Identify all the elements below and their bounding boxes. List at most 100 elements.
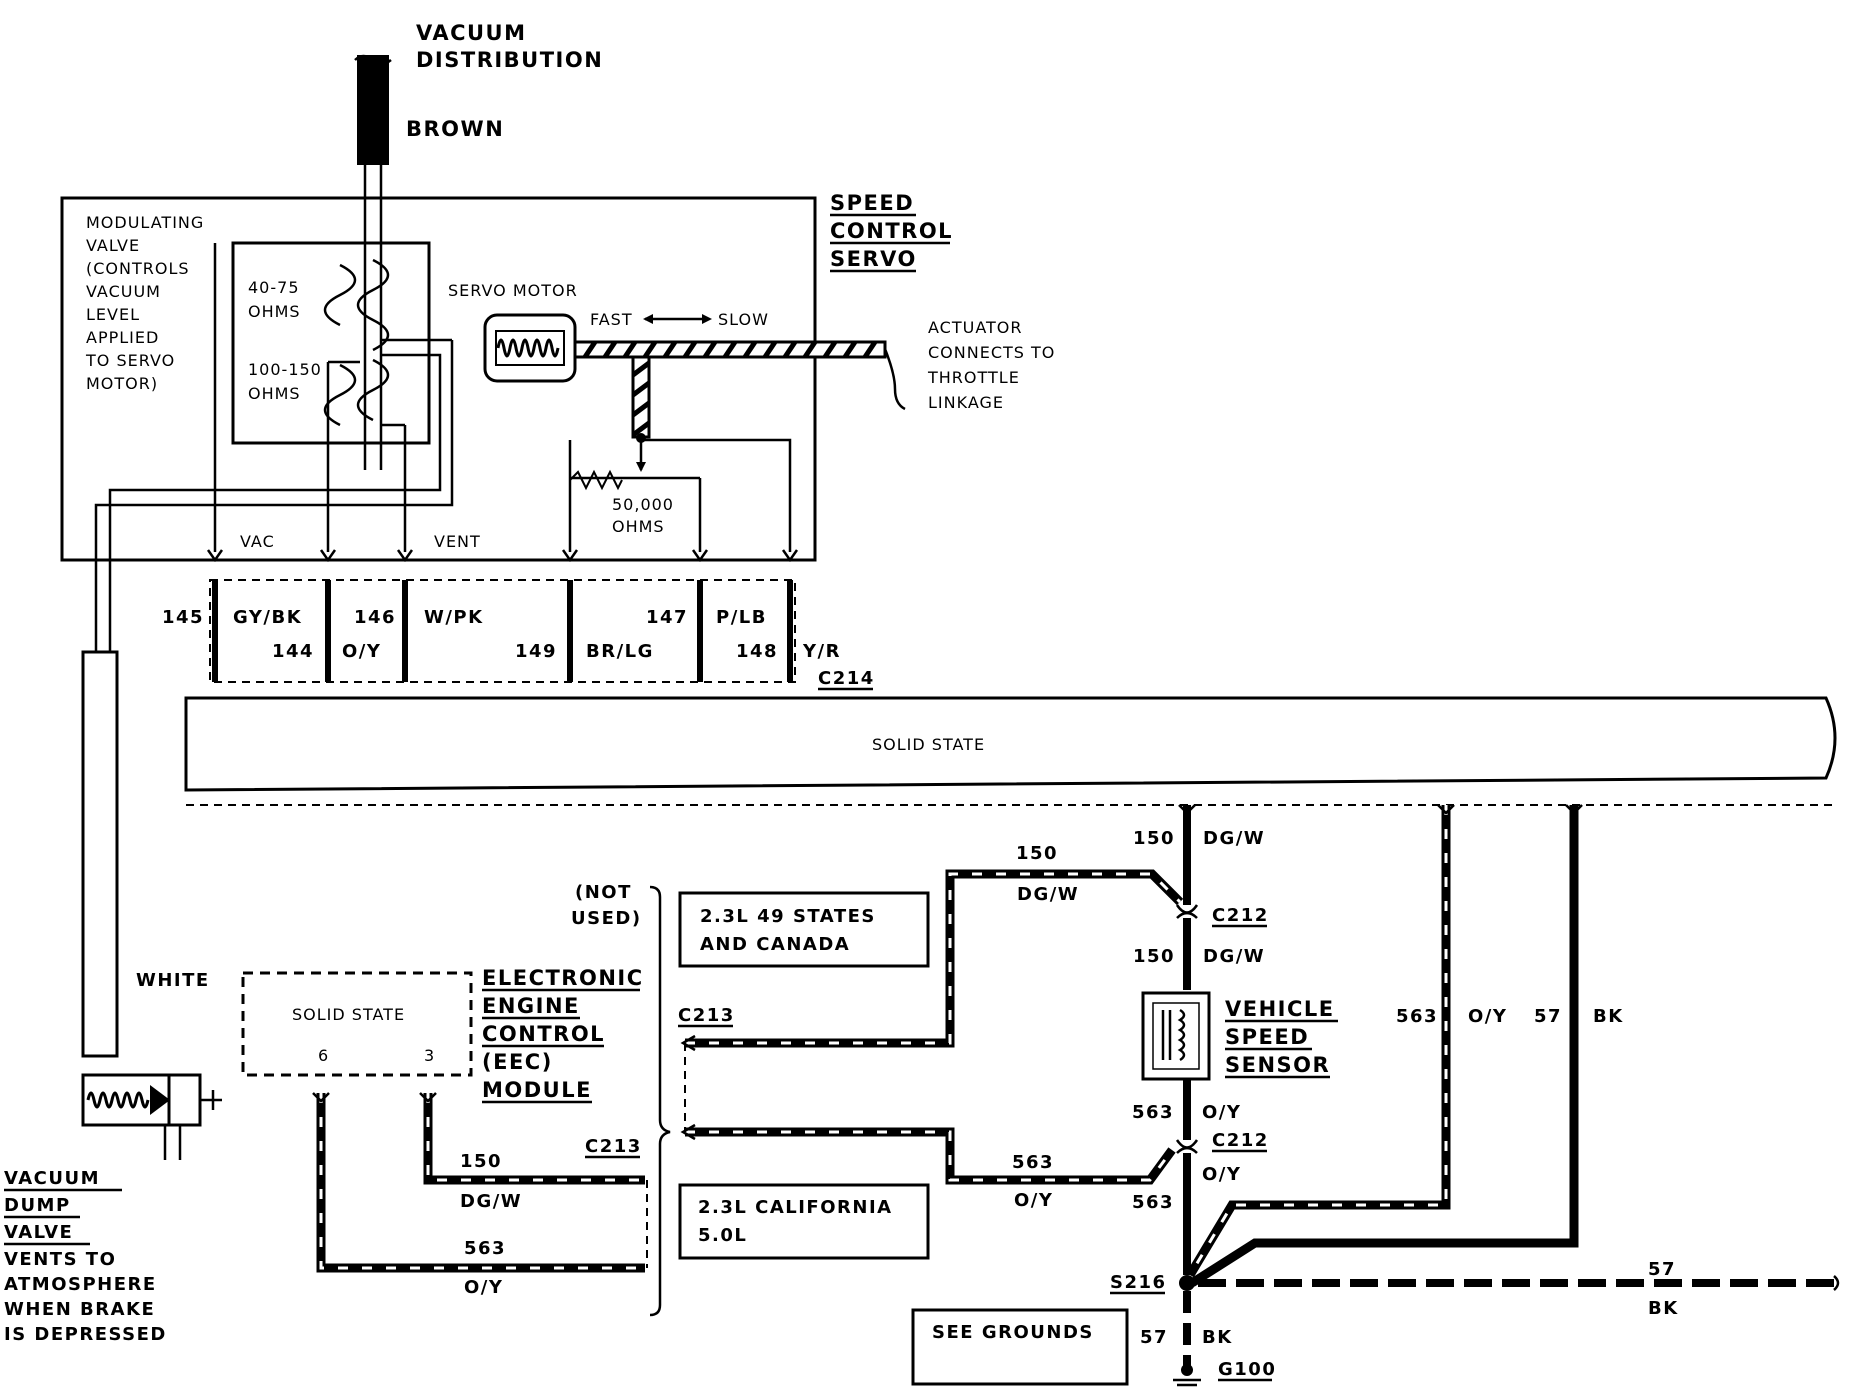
box-california-label: 2.3L CALIFORNIA: [698, 1197, 893, 1218]
svg-text:LEVEL: LEVEL: [86, 305, 140, 324]
svg-text:VALVE: VALVE: [86, 236, 140, 255]
svg-text:ACTUATOR: ACTUATOR: [928, 318, 1023, 337]
box-california-label-2: 5.0L: [698, 1225, 747, 1246]
eec-wires: [312, 1092, 648, 1273]
vacuum-dump-valve-label: VACUUM DUMP VALVE VENTS TO ATMOSPHERE WH…: [4, 1168, 167, 1345]
c213-top-label: C213: [678, 1005, 735, 1026]
wire-y-r: Y/R: [802, 641, 841, 662]
potentiometer: [569, 440, 646, 491]
ohms-100-150-label: 100-150: [248, 360, 322, 379]
svg-text:ELECTRONIC: ELECTRONIC: [482, 966, 644, 990]
c212-top-label: C212: [1212, 905, 1269, 926]
s216-splice: [1179, 1275, 1195, 1291]
eec-pin-3: 3: [424, 1046, 435, 1065]
svg-text:MOTOR): MOTOR): [86, 374, 158, 393]
solenoid-coils: [323, 258, 390, 427]
servo-housing: [60, 196, 817, 562]
eec-module: [241, 971, 473, 1077]
svg-text:VEHICLE: VEHICLE: [1225, 997, 1335, 1021]
ohms-50000-label-2: OHMS: [612, 517, 665, 536]
wire-br-lg: BR/LG: [586, 641, 654, 662]
svg-text:APPLIED: APPLIED: [86, 328, 159, 347]
wire-o-y: O/Y: [342, 641, 381, 662]
wire-144: 144: [272, 641, 314, 662]
eec-pin-6: 6: [318, 1046, 329, 1065]
vehicle-speed-sensor: [1141, 991, 1211, 1081]
wire-146: 146: [354, 607, 396, 628]
svg-text:VACUUM: VACUUM: [4, 1168, 100, 1189]
c214-connector-outline: [209, 579, 796, 683]
wire-dg-w-top: DG/W: [1203, 828, 1265, 849]
box-california: [678, 1183, 930, 1260]
svg-text:MODULATING: MODULATING: [86, 213, 204, 232]
vent-label: VENT: [434, 532, 481, 551]
svg-text:WHEN BRAKE: WHEN BRAKE: [4, 1299, 155, 1320]
svg-text:SERVO: SERVO: [830, 247, 917, 271]
wire-o-y-c212: O/Y: [1202, 1164, 1241, 1185]
svg-text:TO SERVO: TO SERVO: [85, 351, 175, 370]
fast-slow-arrow: [643, 314, 712, 324]
wire-563-vss: 563: [1132, 1102, 1174, 1123]
svg-text:CONNECTS TO: CONNECTS TO: [928, 343, 1055, 362]
wire-p-lb: P/LB: [716, 607, 767, 628]
box-49-states-label-2: AND CANADA: [700, 934, 850, 955]
wire-147: 147: [646, 607, 688, 628]
svg-text:(CONTROLS: (CONTROLS: [86, 259, 190, 278]
see-grounds-box[interactable]: [911, 1308, 1129, 1386]
wire-dg-w-vss: DG/W: [1203, 946, 1265, 967]
c214-pin-wires: [212, 580, 793, 682]
eec-module-label: ELECTRONIC ENGINE CONTROL (EEC) MODULE: [482, 966, 644, 1104]
svg-text:CONTROL: CONTROL: [830, 219, 953, 243]
solid-state-bar-label: SOLID STATE: [872, 735, 985, 754]
wire-o-y-eec: O/Y: [464, 1277, 503, 1298]
svg-text:CONTROL: CONTROL: [482, 1022, 605, 1046]
wire-57-h: 57: [1648, 1259, 1676, 1280]
ground-wire-57: [1183, 1275, 1840, 1368]
wire-57-right: 57: [1534, 1006, 1562, 1027]
not-used-label-2: USED): [571, 908, 642, 929]
white-label: WHITE: [136, 970, 210, 991]
wire-w-pk: W/PK: [424, 607, 484, 628]
speed-control-servo-title: SPEED CONTROL SERVO: [830, 191, 953, 273]
vehicle-speed-sensor-label: VEHICLE SPEED SENSOR: [1225, 997, 1338, 1079]
c213-bottom-label: C213: [585, 1136, 642, 1157]
ground-symbol: [1173, 1364, 1201, 1387]
wire-57-g: 57: [1140, 1327, 1168, 1348]
servo-motor-label: SERVO MOTOR: [448, 281, 578, 300]
connector-arrows: [206, 549, 799, 563]
wire-145: 145: [162, 607, 204, 628]
svg-text:VACUUM: VACUUM: [86, 282, 161, 301]
wire-dg-w-upper: DG/W: [1017, 884, 1079, 905]
svg-text:(EEC): (EEC): [482, 1050, 553, 1074]
s216-label: S216: [1110, 1272, 1167, 1293]
wire-149: 149: [515, 641, 557, 662]
vac-label: VAC: [240, 532, 275, 551]
box-49-states-label: 2.3L 49 STATES: [700, 906, 876, 927]
brown-label: BROWN: [406, 117, 504, 141]
svg-text:IS DEPRESSED: IS DEPRESSED: [4, 1324, 167, 1345]
fast-label: FAST: [590, 310, 633, 329]
wire-150-vss: 150: [1133, 946, 1175, 967]
wire-150-upper: 150: [1016, 843, 1058, 864]
wire-563-lower: 563: [1012, 1152, 1054, 1173]
wire-gy-bk: GY/BK: [233, 607, 302, 628]
eec-solid-state-label: SOLID STATE: [292, 1005, 405, 1024]
vacuum-distribution-label: VACUUM: [416, 21, 527, 45]
svg-text:VENTS TO: VENTS TO: [4, 1249, 116, 1270]
modulating-valve-box: [231, 241, 431, 445]
wire-150-eec: 150: [460, 1151, 502, 1172]
wire-o-y-right: O/Y: [1468, 1006, 1507, 1027]
actuator-label: ACTUATOR CONNECTS TO THROTTLE LINKAGE: [927, 318, 1055, 412]
vss-trunk: [1175, 804, 1199, 1275]
right-return-wires: [1186, 804, 1583, 1287]
wire-o-y-vss: O/Y: [1202, 1102, 1241, 1123]
ohms-100-150-label-2: OHMS: [248, 384, 301, 403]
wire-150-top: 150: [1133, 828, 1175, 849]
wire-dg-w-eec: DG/W: [460, 1191, 522, 1212]
ohms-50000-label: 50,000: [612, 495, 674, 514]
servo-motor: [483, 313, 906, 443]
svg-text:ATMOSPHERE: ATMOSPHERE: [4, 1274, 157, 1295]
option-brace: [649, 885, 671, 1317]
svg-text:THROTTLE: THROTTLE: [927, 368, 1020, 387]
vacuum-distribution-label-2: DISTRIBUTION: [416, 48, 603, 72]
